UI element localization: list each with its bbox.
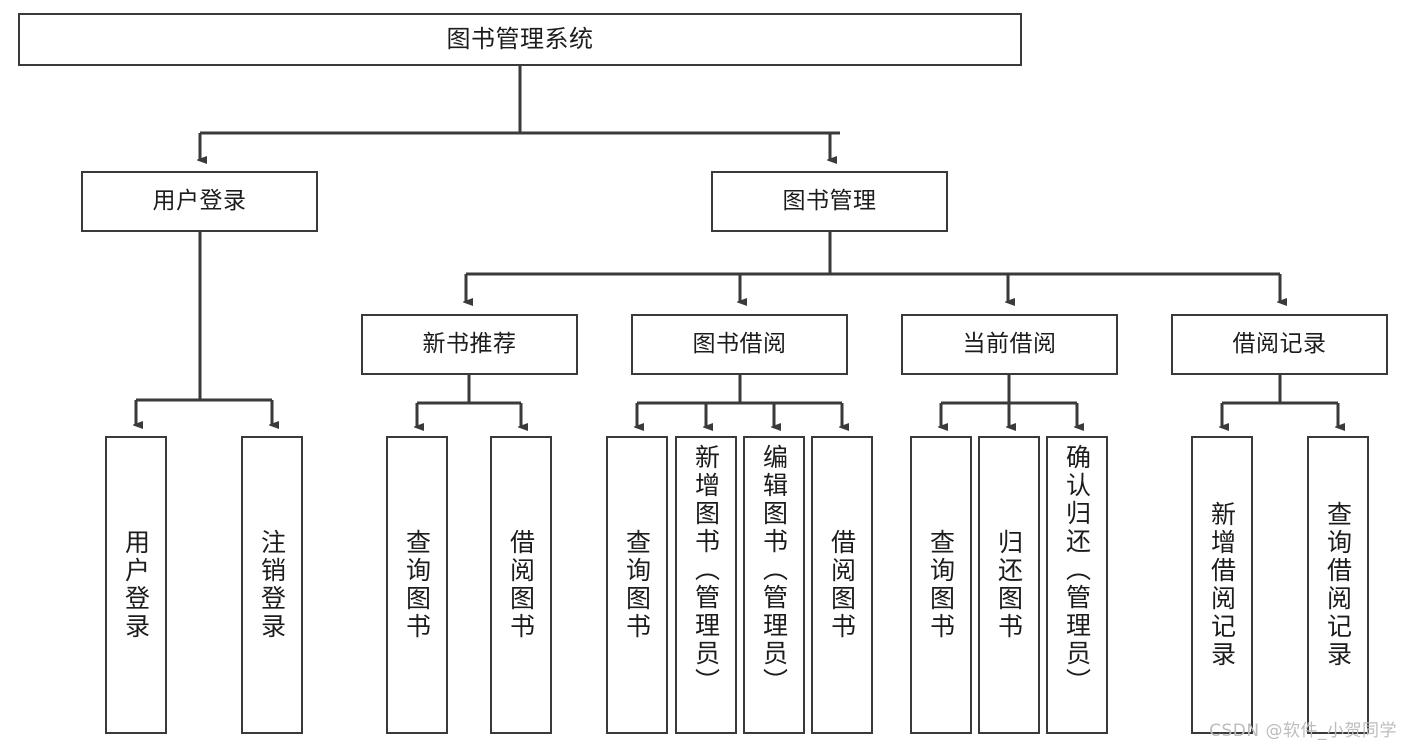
node-label: 用户登录 <box>121 529 151 641</box>
csdn-watermark: CSDN @软件_小贺同学 <box>1209 721 1397 741</box>
node-label: 编辑图书（管理员） <box>759 444 789 696</box>
node-label: 查询图书 <box>622 529 652 641</box>
node-label: 用户登录 <box>152 188 247 215</box>
node-user-login[interactable]: 用户登录 <box>81 171 318 232</box>
node-label: 注销登录 <box>257 529 287 641</box>
node-label: 图书借阅 <box>692 331 787 358</box>
node-label: 查询图书 <box>402 529 432 641</box>
node-label: 借阅记录 <box>1232 331 1327 358</box>
node-label: 新增借阅记录 <box>1207 501 1237 669</box>
node-label: 图书管理系统 <box>446 24 594 53</box>
node-new-book-recommend[interactable]: 新书推荐 <box>361 314 578 375</box>
node-label: 借阅图书 <box>506 529 536 641</box>
leaf-br-add-record[interactable]: 新增借阅记录 <box>1191 436 1253 734</box>
leaf-user-login[interactable]: 用户登录 <box>105 436 167 734</box>
leaf-bb-query-book[interactable]: 查询图书 <box>606 436 668 734</box>
leaf-bb-edit-book-admin[interactable]: 编辑图书（管理员） <box>743 436 805 734</box>
leaf-nb-query-book[interactable]: 查询图书 <box>386 436 448 734</box>
leaf-cb-return-book[interactable]: 归还图书 <box>978 436 1040 734</box>
node-label: 图书管理 <box>782 188 877 215</box>
node-label: 当前借阅 <box>962 331 1057 358</box>
node-root-book-management-system[interactable]: 图书管理系统 <box>18 13 1022 66</box>
node-book-management[interactable]: 图书管理 <box>711 171 948 232</box>
node-label: 查询图书 <box>926 529 956 641</box>
leaf-bb-add-book-admin[interactable]: 新增图书（管理员） <box>675 436 737 734</box>
leaf-cb-confirm-return-admin[interactable]: 确认归还（管理员） <box>1046 436 1108 734</box>
node-label: 新书推荐 <box>422 331 517 358</box>
leaf-nb-borrow-book[interactable]: 借阅图书 <box>490 436 552 734</box>
leaf-cb-query-book[interactable]: 查询图书 <box>910 436 972 734</box>
node-label: 查询借阅记录 <box>1323 501 1353 669</box>
node-current-borrow[interactable]: 当前借阅 <box>901 314 1118 375</box>
leaf-br-query-record[interactable]: 查询借阅记录 <box>1307 436 1369 734</box>
node-label: 新增图书（管理员） <box>691 444 721 696</box>
leaf-logout[interactable]: 注销登录 <box>241 436 303 734</box>
node-borrow-record[interactable]: 借阅记录 <box>1171 314 1388 375</box>
node-book-borrow[interactable]: 图书借阅 <box>631 314 848 375</box>
node-label: 确认归还（管理员） <box>1062 444 1092 696</box>
leaf-bb-borrow-book[interactable]: 借阅图书 <box>811 436 873 734</box>
node-label: 归还图书 <box>994 529 1024 641</box>
node-label: 借阅图书 <box>827 529 857 641</box>
